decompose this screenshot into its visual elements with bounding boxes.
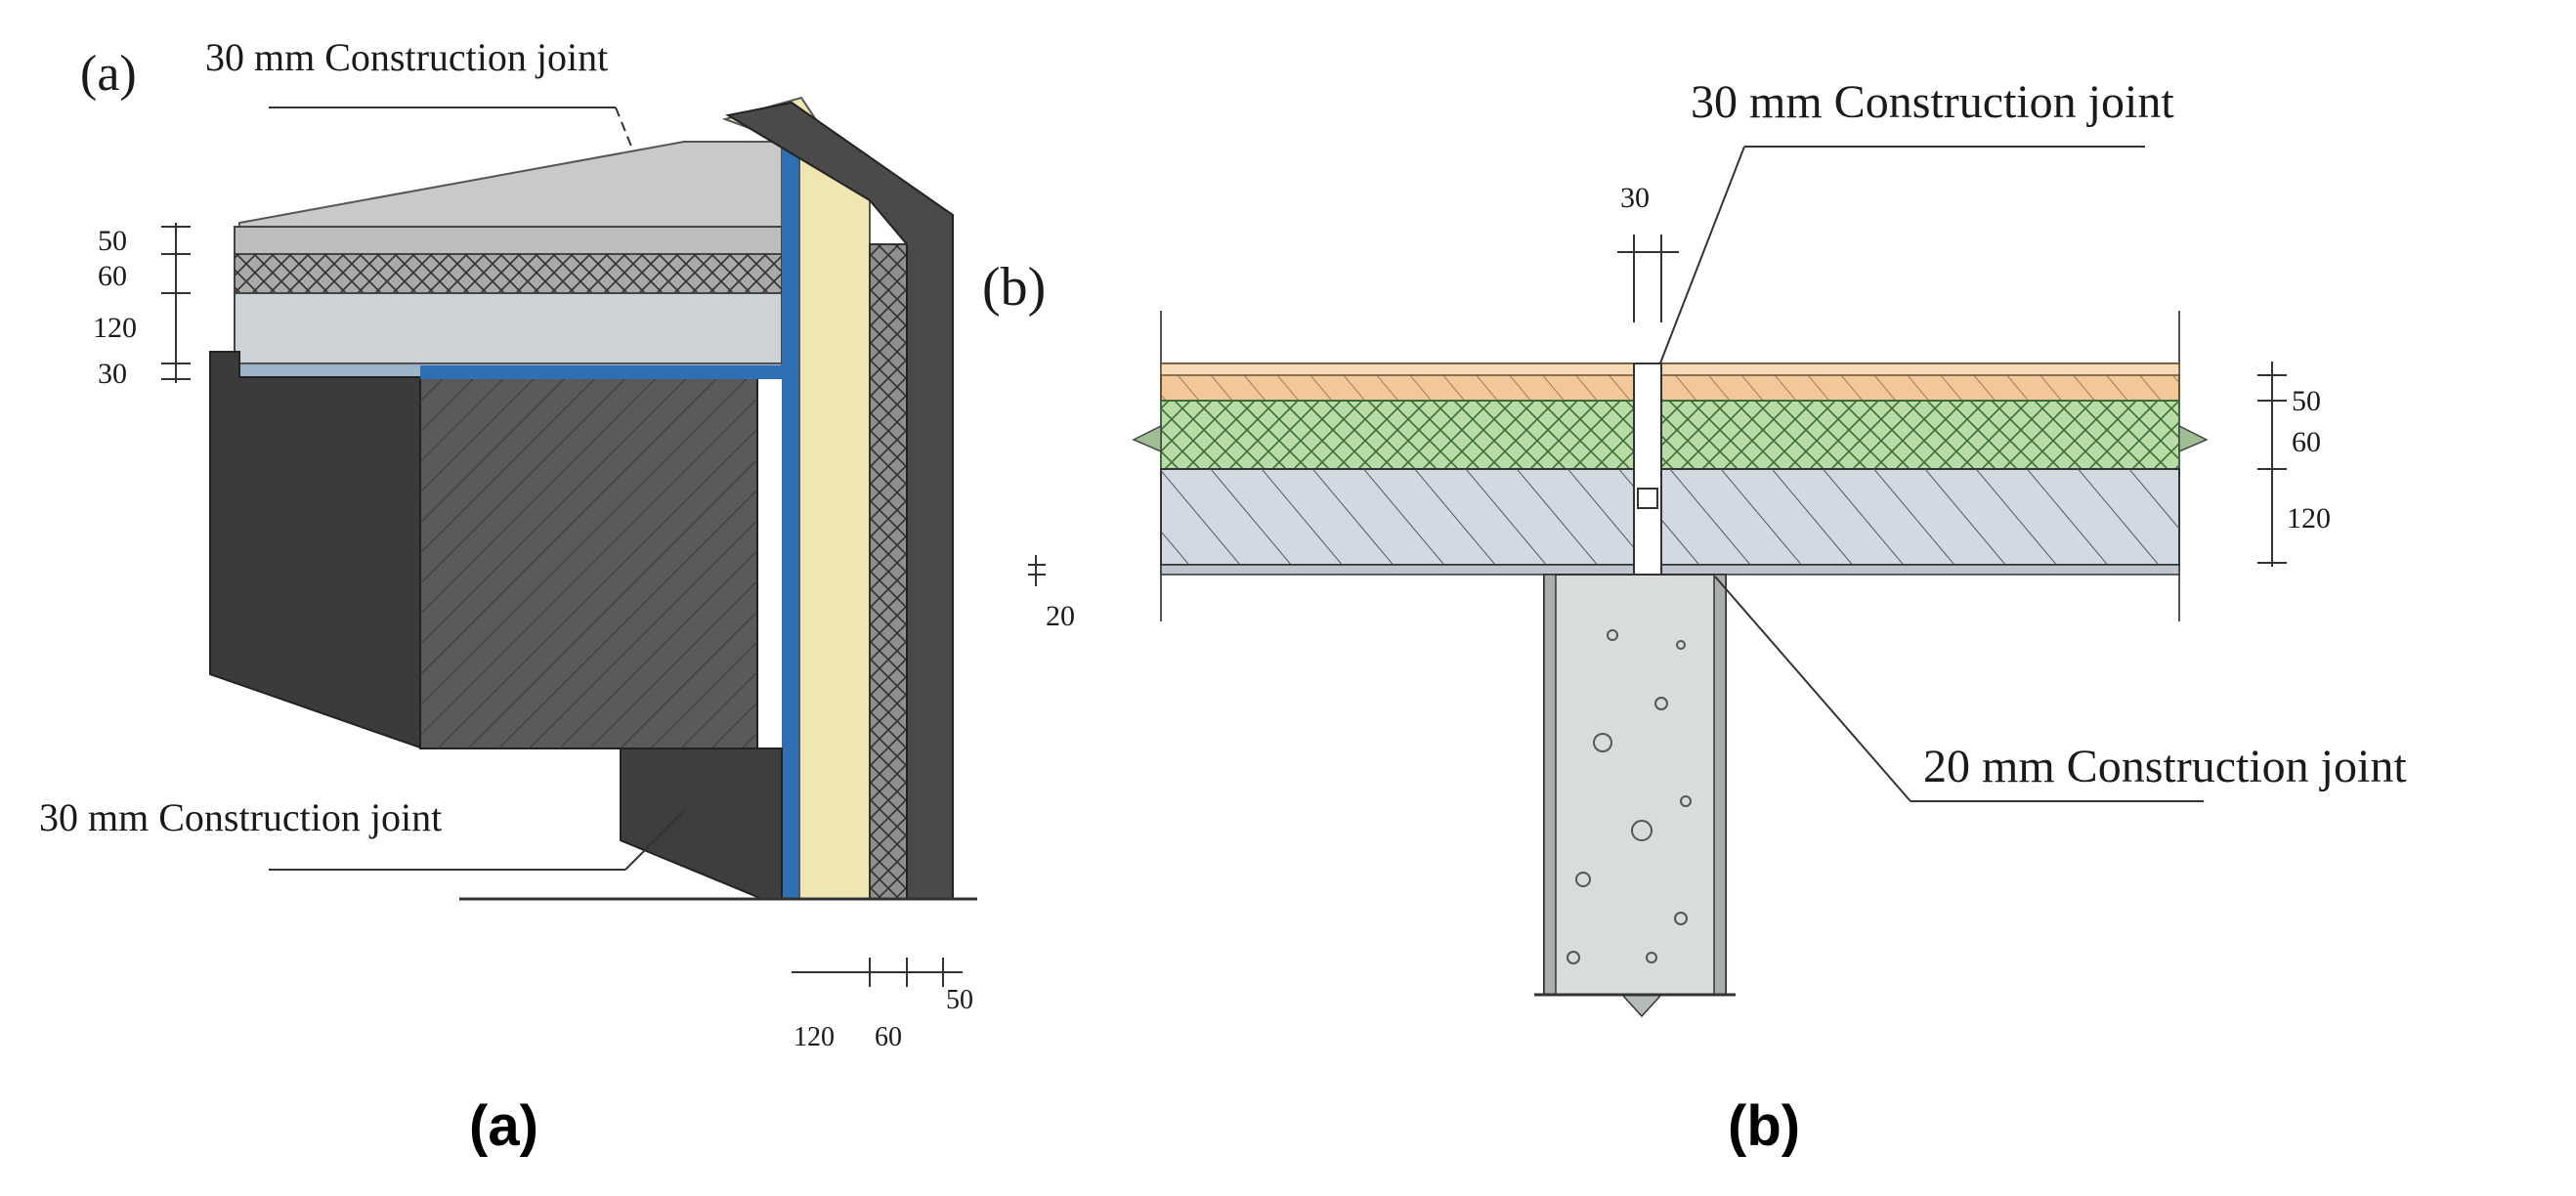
panel-b-dim-left-20: 20 (1046, 600, 1075, 632)
panel-a-dim-bottom-120: 120 (794, 1022, 835, 1052)
panel-b-top-joint-label: 30 mm Construction joint (1691, 76, 2174, 128)
panel-b-bottom-leader-diag (1714, 576, 1911, 802)
panel-b-joint-slot (1633, 363, 1662, 576)
panel-b-dim-50: 50 (2292, 385, 2321, 417)
panel-a-beam-side (209, 351, 421, 749)
panel-a-bottom-dims: 120 60 50 (792, 958, 973, 1052)
panel-a-left-dims: 50 60 120 30 (93, 223, 191, 390)
panel-a-dim-120: 120 (93, 312, 137, 344)
panel-b-aggregate (1567, 629, 1692, 964)
caption-a: (a) (469, 1094, 538, 1158)
panel-b-dim-top-30: 30 (1620, 182, 1650, 214)
panel-b-base-strip (1160, 564, 2180, 576)
panel-b-bottom-joint-label: 20 mm Construction joint (1923, 741, 2407, 792)
panel-a-waterproof-vertical (782, 147, 799, 899)
panel-a-label: (a) (80, 46, 137, 102)
panel-a: (a) 30 mm Construction joint (39, 35, 977, 1052)
panel-a-dim-60: 60 (98, 260, 127, 292)
caption-b: (b) (1728, 1094, 1800, 1158)
panel-a-dim-bottom-50: 50 (946, 985, 973, 1015)
panel-b-dim-60: 60 (2292, 426, 2321, 458)
panel-a-top-joint-label: 30 mm Construction joint (205, 35, 608, 79)
panel-a-layer-50 (234, 226, 783, 255)
panel-a-bottom-joint-label: 30 mm Construction joint (39, 795, 442, 839)
panel-b: (b) 30 mm Construction joint 30 (982, 76, 2407, 1018)
panel-a-layer-120 (234, 292, 783, 364)
panel-a-waterproof-horizontal (420, 365, 782, 379)
panel-a-roof-surface (238, 141, 783, 228)
panel-a-lower-block (620, 748, 783, 900)
panel-b-dim-120: 120 (2287, 502, 2331, 534)
panel-a-dim-bottom-60: 60 (875, 1022, 902, 1052)
panel-b-column (1543, 574, 1727, 996)
panel-b-right-dims: 50 60 120 (2257, 362, 2331, 567)
panel-a-dim-50: 50 (98, 225, 127, 257)
panel-a-dim-30: 30 (98, 358, 127, 390)
panel-b-label: (b) (982, 257, 1046, 318)
